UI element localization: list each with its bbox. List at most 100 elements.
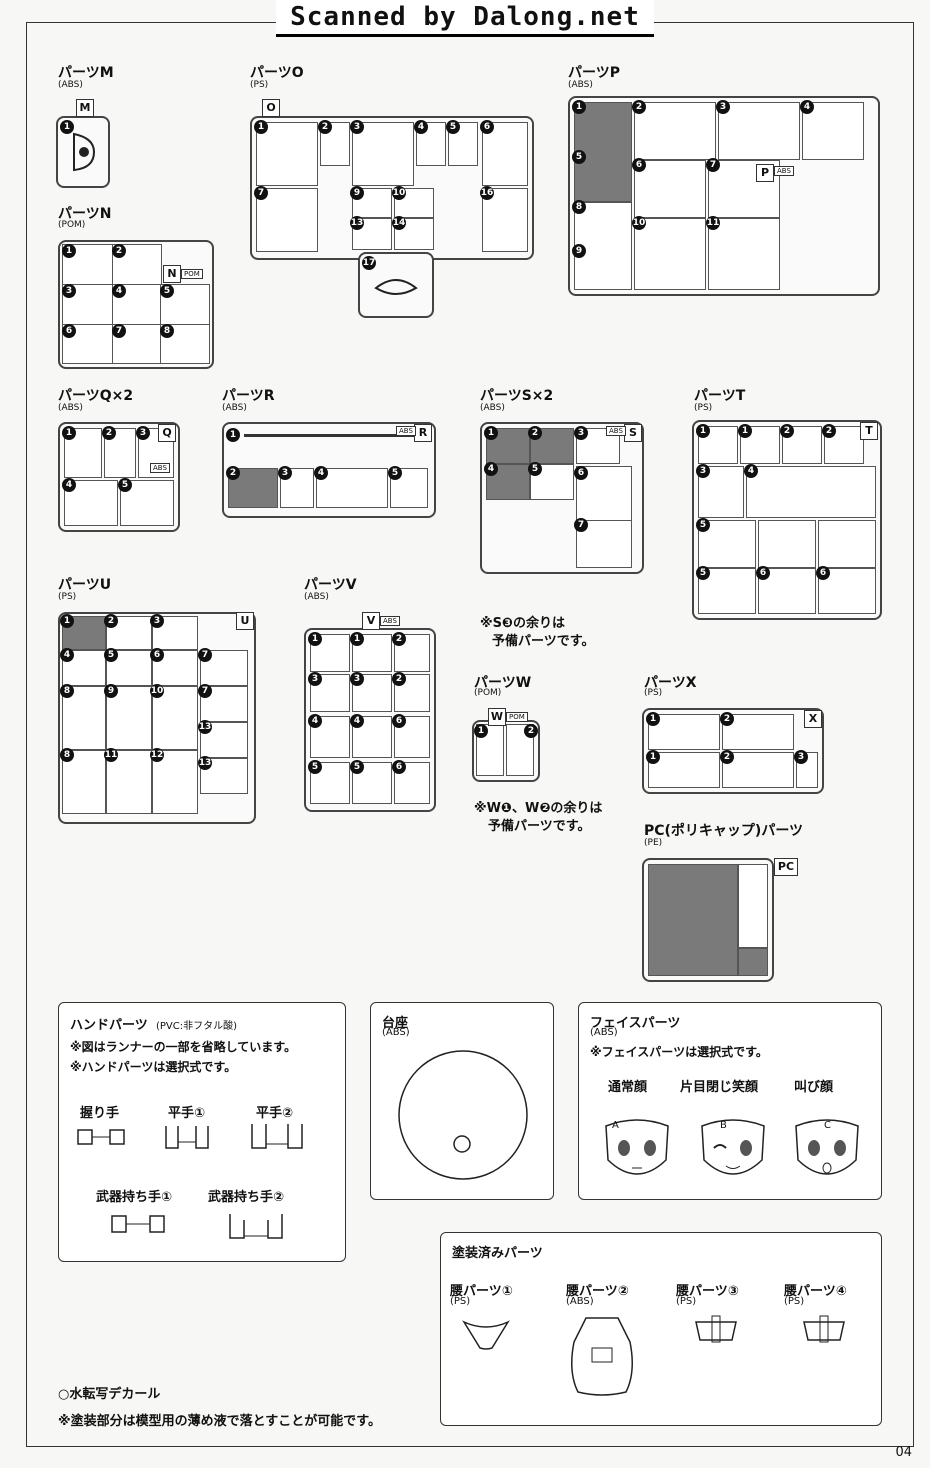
waist-part-2-label: 腰パーツ② bbox=[566, 1284, 629, 1299]
painted-parts-box bbox=[440, 1232, 882, 1426]
part-number: 10 bbox=[632, 216, 646, 230]
runner-r-tag-material: ABS bbox=[396, 426, 416, 436]
runner-cell bbox=[352, 122, 414, 186]
part-number: 7 bbox=[574, 518, 588, 532]
part-number: 3 bbox=[62, 284, 76, 298]
part-number: 1 bbox=[308, 632, 322, 646]
part-number: 2 bbox=[392, 672, 406, 686]
part-number: 2 bbox=[112, 244, 126, 258]
waist-part-3-label: 腰パーツ③ bbox=[676, 1284, 739, 1299]
runner-cell bbox=[634, 218, 706, 290]
runner-cell bbox=[256, 122, 318, 186]
face-note-selectable: ※フェイスパーツは選択式です。 bbox=[590, 1045, 768, 1059]
flat-hand-1-icon bbox=[165, 1126, 209, 1149]
part-number: 2 bbox=[226, 466, 240, 480]
part-number: 17 bbox=[362, 256, 376, 270]
part-number: 5 bbox=[446, 120, 460, 134]
face-label-c: C bbox=[824, 1120, 831, 1131]
runner-cell bbox=[316, 468, 388, 508]
face-wink-label: 片目閉じ笑顔 bbox=[680, 1080, 759, 1095]
waist-part-3-icon bbox=[695, 1315, 737, 1343]
part-number: 4 bbox=[62, 478, 76, 492]
part-number: 9 bbox=[350, 186, 364, 200]
part-number: 13 bbox=[198, 756, 212, 770]
runner-x-title: パーツX bbox=[644, 675, 697, 691]
part-number: 1 bbox=[572, 100, 586, 114]
runner-t-tag: T bbox=[860, 422, 878, 440]
runner-p-title: パーツP bbox=[568, 65, 620, 81]
note-w-spare-line2: 予備パーツです。 bbox=[488, 819, 591, 834]
runner-cell bbox=[738, 864, 768, 948]
part-number: 1 bbox=[62, 244, 76, 258]
part-number: 1 bbox=[350, 632, 364, 646]
runner-m-material: (ABS) bbox=[58, 80, 83, 90]
normal-face-icon bbox=[605, 1119, 669, 1175]
runner-o-title: パーツO bbox=[250, 65, 304, 81]
page-number: 04 bbox=[895, 1445, 912, 1460]
part-number: 6 bbox=[62, 324, 76, 338]
part-number: 2 bbox=[318, 120, 332, 134]
part-number: 2 bbox=[104, 614, 118, 628]
runner-cell bbox=[722, 714, 794, 750]
part-number: 3 bbox=[278, 466, 292, 480]
part-number: 3 bbox=[696, 464, 710, 478]
part-number: 4 bbox=[60, 648, 74, 662]
face-parts-material: (ABS) bbox=[590, 1027, 618, 1038]
runner-cell bbox=[738, 948, 768, 976]
runner-x-material: (PS) bbox=[644, 688, 663, 698]
runner-cell bbox=[120, 480, 174, 526]
part-number: 10 bbox=[150, 684, 164, 698]
runner-s-tag: S bbox=[624, 424, 642, 442]
runner-s-material: (ABS) bbox=[480, 403, 505, 413]
part-number: 8 bbox=[572, 200, 586, 214]
hand-parts-material: (PVC:非フタル酸) bbox=[156, 1021, 238, 1032]
runner-cell bbox=[112, 244, 162, 286]
part-number: 4 bbox=[800, 100, 814, 114]
part-number: 6 bbox=[756, 566, 770, 580]
hand-weapon1-label: 武器持ち手① bbox=[96, 1190, 173, 1205]
part-number: 5 bbox=[696, 566, 710, 580]
part-number: 1 bbox=[474, 724, 488, 738]
runner-n-tag: N bbox=[163, 265, 181, 283]
part-number: 2 bbox=[720, 750, 734, 764]
part-number: 2 bbox=[720, 712, 734, 726]
waist-part-3-material: (PS) bbox=[676, 1296, 697, 1307]
part-number: 16 bbox=[480, 186, 494, 200]
runner-cell bbox=[708, 218, 780, 290]
part-number: 2 bbox=[524, 724, 538, 738]
runner-cell bbox=[256, 188, 318, 252]
runner-cell bbox=[634, 102, 716, 160]
runner-cell bbox=[634, 160, 706, 218]
runner-w-material: (POM) bbox=[474, 688, 502, 698]
part-number: 11 bbox=[104, 748, 118, 762]
part-number: 7 bbox=[112, 324, 126, 338]
waist-part-4-icon bbox=[803, 1315, 845, 1343]
part-number: 1 bbox=[254, 120, 268, 134]
face-parts-title: フェイスパーツ bbox=[590, 1016, 681, 1031]
part-number: 5 bbox=[350, 760, 364, 774]
part-number: 2 bbox=[822, 424, 836, 438]
waist-part-1-icon bbox=[462, 1320, 510, 1350]
part-number: 3 bbox=[150, 614, 164, 628]
face-shout-label: 叫び顔 bbox=[794, 1080, 834, 1095]
part-number: 7 bbox=[198, 648, 212, 662]
runner-r-title: パーツR bbox=[222, 388, 275, 404]
part-number: 5 bbox=[572, 150, 586, 164]
part-number: 4 bbox=[314, 466, 328, 480]
runner-cell bbox=[648, 752, 720, 788]
hand-note-omitted: ※図はランナーの一部を省略しています。 bbox=[70, 1040, 297, 1054]
part-number: 8 bbox=[60, 748, 74, 762]
part-number: 1 bbox=[226, 428, 240, 442]
part-number: 3 bbox=[794, 750, 808, 764]
runner-cell bbox=[708, 160, 780, 218]
face-label-a: A bbox=[612, 1120, 619, 1131]
waist-part-4-material: (PS) bbox=[784, 1296, 805, 1307]
flat-hand-2-icon bbox=[251, 1124, 303, 1149]
runner-s-tag-material: ABS bbox=[606, 426, 626, 436]
runner-cell bbox=[576, 520, 632, 568]
